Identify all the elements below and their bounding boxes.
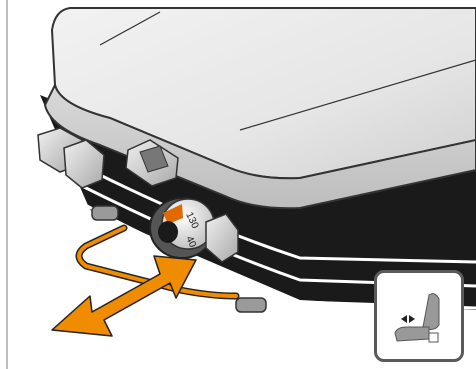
seat-fore-aft-adjustment-icon bbox=[377, 273, 461, 359]
seat-fore-aft-adjustment-icon-panel bbox=[374, 270, 464, 362]
height-dial: 130 40 bbox=[150, 198, 214, 258]
fore-aft-arrow bbox=[52, 256, 196, 336]
